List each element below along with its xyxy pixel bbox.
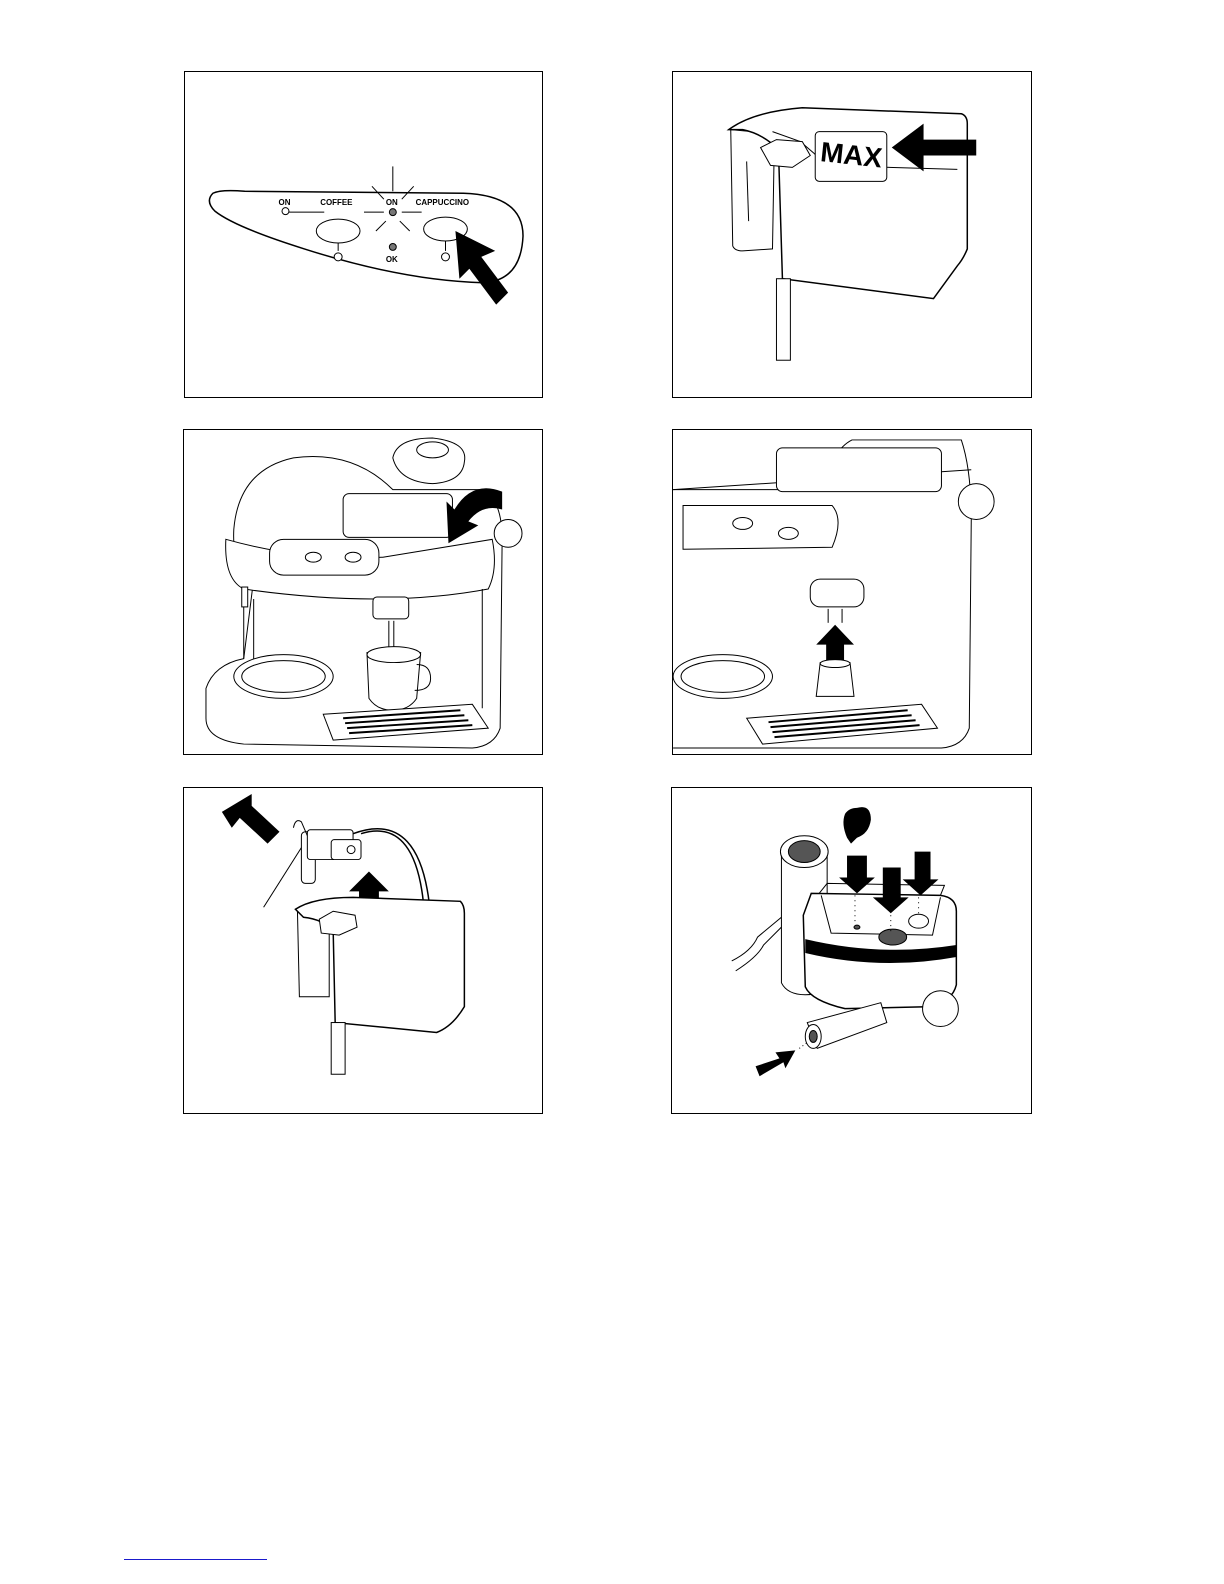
side-knob [958,484,994,520]
brush-icon [843,807,870,844]
steam-head [810,579,864,607]
power-indicator-left [282,208,289,215]
side-knob [923,991,959,1027]
panel-milk-container-max: MAX [672,71,1032,398]
panel-lift-milk-container [183,787,543,1114]
panel-dispensing-cappuccino [183,429,543,755]
label-on-center: ON [386,198,398,207]
ok-indicator [389,243,396,250]
pointing-arrow-icon [222,794,280,844]
down-arrow-icon [903,852,939,896]
panel-remove-nozzle [672,429,1032,755]
milk-tube [331,1023,345,1075]
lift-container-illustration [184,788,542,1113]
rotary-knob [494,519,522,547]
down-arrow-icon [839,856,875,894]
label-cappuccino: CAPPUCCINO [416,198,469,207]
machine-dispensing-illustration [184,430,542,754]
milk-tube [776,279,790,360]
milk-container-max-illustration: MAX [673,72,1031,397]
control-panel-illustration: ON COFFEE ON OK CAPPUCCINO [185,72,542,397]
valve-opening [879,929,907,945]
label-coffee: COFFEE [320,198,352,207]
panel-control-panel: ON COFFEE ON OK CAPPUCCINO [184,71,543,398]
clean-parts-illustration [672,788,1031,1113]
label-on-left: ON [279,198,291,207]
panel-clean-parts [671,787,1032,1114]
coffee-button[interactable] [316,219,360,243]
footer-rule [124,1559,267,1560]
machine-nozzle-illustration [673,430,1031,754]
ready-indicator-glowing [389,209,396,216]
power-icon-cappuccino [442,253,450,261]
power-icon-coffee [334,253,342,261]
machine-control-panel [683,506,838,550]
machine-control-panel [270,539,379,575]
label-ok: OK [386,255,398,264]
max-mark: MAX [819,136,884,173]
point-arrow-icon [756,1050,796,1076]
dispenser-head [373,597,409,619]
